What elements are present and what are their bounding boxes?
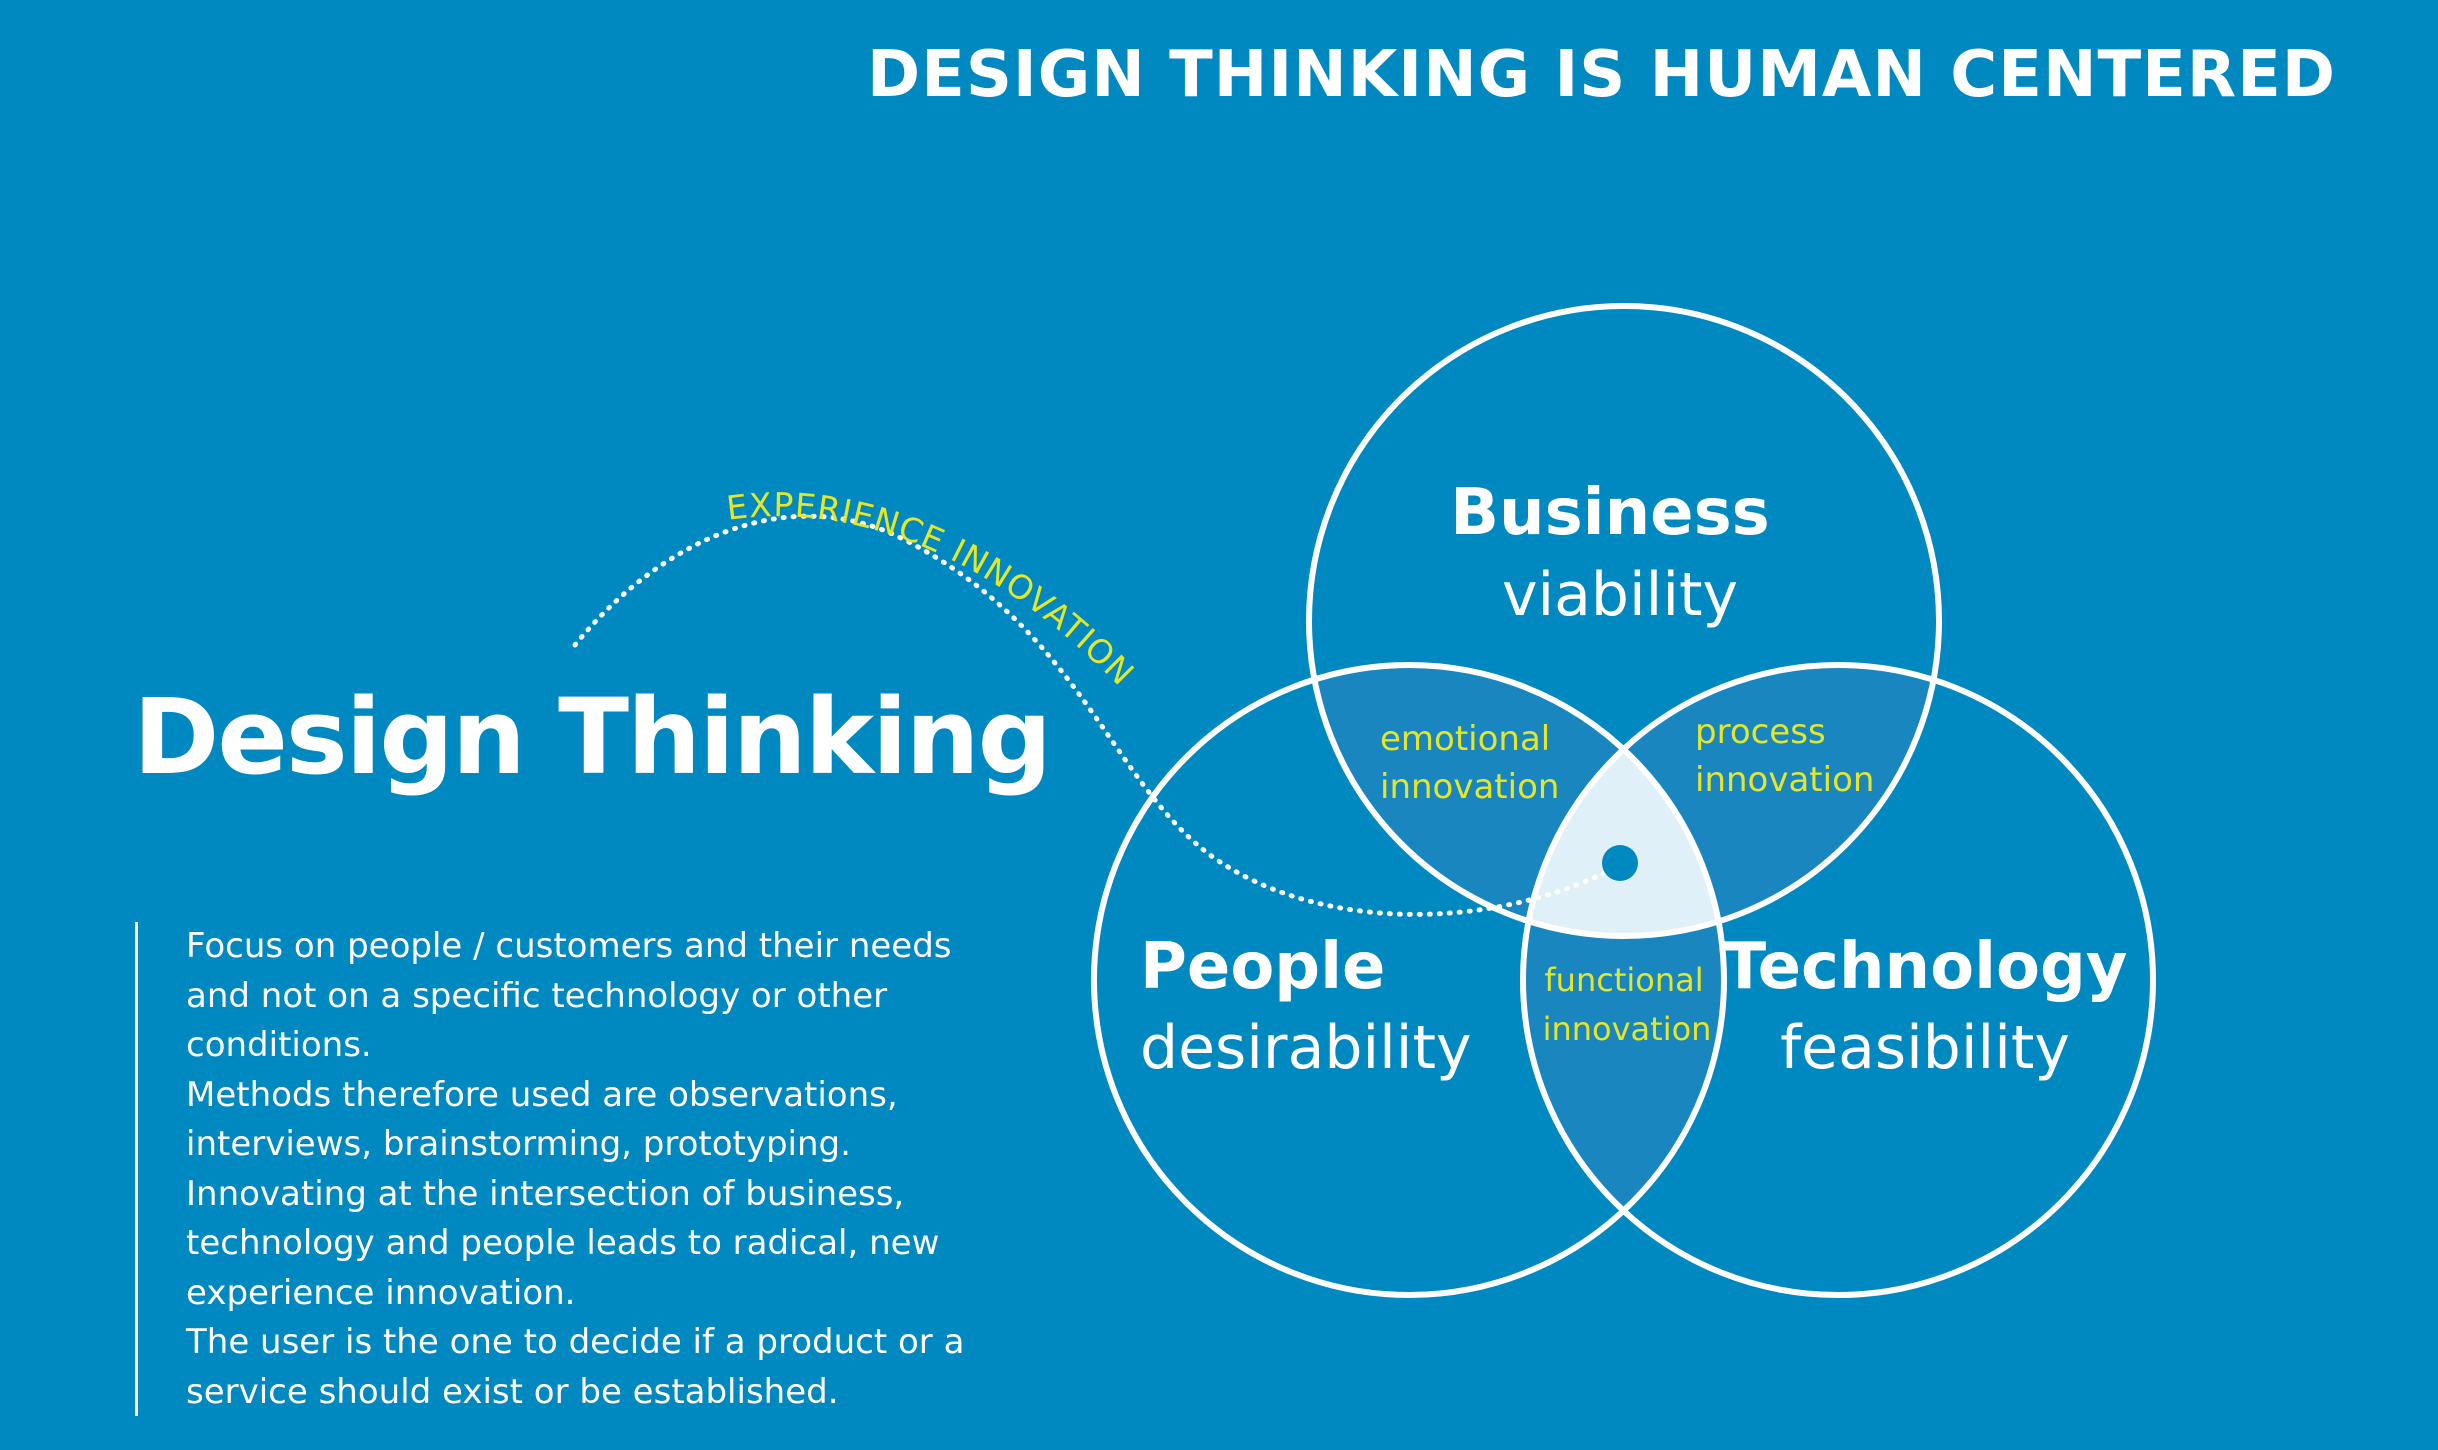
business-title: Business: [1450, 476, 1770, 550]
description-block: Focus on people / customers and their ne…: [135, 922, 985, 1416]
process-innovation-line2: innovation: [1695, 760, 1874, 800]
description-paragraph-focus: Focus on people / customers and their ne…: [186, 926, 952, 1065]
description-paragraph-user: The user is the one to decide if a produ…: [186, 1322, 965, 1412]
circle-people: [1091, 662, 1727, 1298]
experience-innovation-path: [572, 513, 1623, 917]
functional-innovation-line2: innovation: [1543, 1010, 1712, 1048]
circle-technology: [1520, 662, 2156, 1298]
description-paragraph-intersection: Innovating at the intersection of busine…: [186, 1173, 940, 1313]
technology-subtitle: feasibility: [1780, 1013, 2070, 1083]
business-subtitle: viability: [1502, 560, 1738, 630]
people-title: People: [1140, 930, 1385, 1004]
emotional-innovation-line1: emotional: [1380, 719, 1550, 759]
people-subtitle: desirability: [1140, 1013, 1472, 1083]
process-innovation-line1: process: [1695, 712, 1826, 752]
page-title: DESIGN THINKING IS HUMAN CENTERED: [866, 38, 2336, 112]
description-paragraph-methods: Methods therefore used are observations,…: [186, 1074, 898, 1165]
functional-innovation-line1: functional: [1544, 961, 1703, 999]
technology-title: Technology: [1722, 930, 2127, 1004]
experience-innovation-label: EXPERIENCE INNOVATION: [724, 485, 1142, 693]
circle-business: [1306, 303, 1942, 939]
emotional-innovation-line2: innovation: [1380, 767, 1559, 807]
main-heading: Design Thinking: [133, 676, 1052, 798]
center-dot: [1602, 845, 1638, 881]
